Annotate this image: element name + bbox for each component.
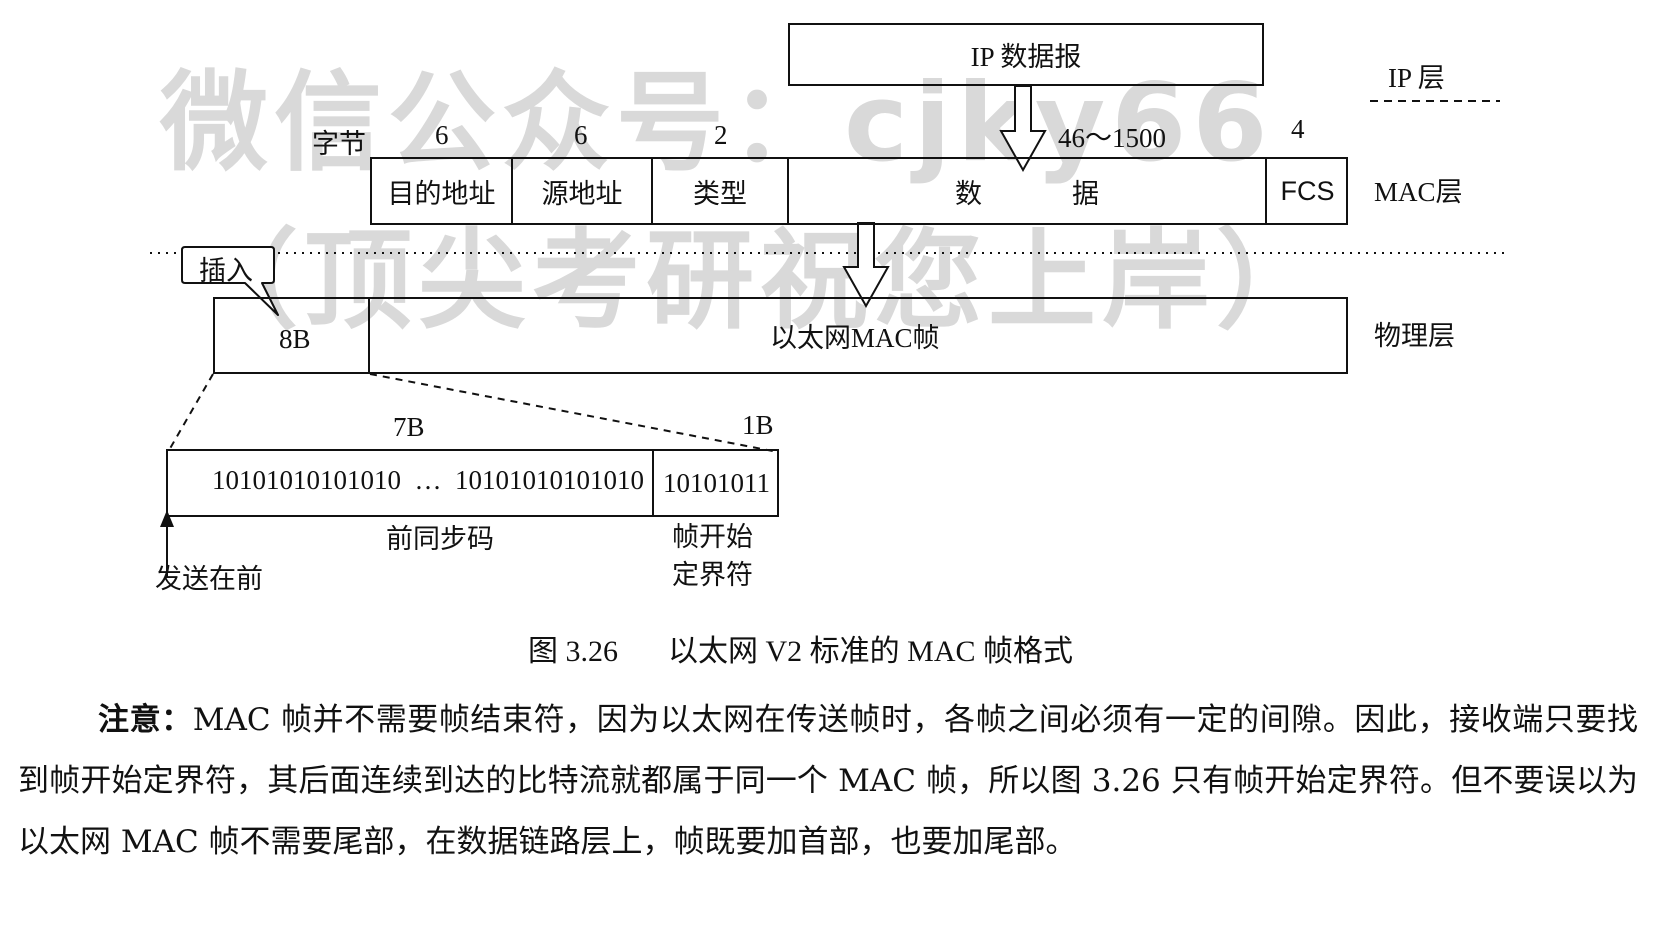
field-divider [1265, 157, 1267, 225]
preamble-divider [368, 297, 370, 374]
ethernet-frame-label: 以太网MAC帧 [770, 323, 940, 353]
sfd-label-line-1: 帧开始 [672, 522, 753, 552]
down-arrow-icon [999, 85, 1047, 173]
ip-datagram-label: IP 数据报 [970, 42, 1082, 72]
body-paragraph: 注意：MAC 帧并不需要帧结束符，因为以太网在传送帧时，各帧之间必须有一定的间隙… [18, 690, 1638, 873]
mac-layer-label: MAC层 [1374, 177, 1463, 207]
byte-count-type: 2 [714, 120, 728, 150]
arrow-head-icon [160, 510, 174, 527]
field-type: 类型 [693, 178, 747, 209]
field-dest-address: 目的地址 [387, 178, 496, 209]
note-emphasis: 注意： [98, 702, 193, 738]
field-divider [651, 157, 653, 225]
field-data-char-1: 数 [955, 179, 982, 209]
down-arrow-icon [842, 222, 890, 309]
field-divider [511, 157, 513, 225]
physical-frame-box [213, 297, 1348, 374]
sfd-divider [652, 449, 654, 517]
bytes-label: 字节 [312, 129, 366, 159]
insert-callout-bubble [181, 246, 279, 316]
field-fcs: FCS [1280, 175, 1335, 206]
sfd-1b-label: 1B [742, 410, 774, 440]
field-data-char-2: 据 [1072, 179, 1099, 209]
ip-datagram-box [788, 23, 1264, 86]
preamble-label: 前同步码 [386, 524, 494, 554]
watermark-line-1: 微信公众号：cjky66 [160, 61, 1274, 186]
mac-frame-box [370, 157, 1348, 225]
preamble-detail-box [166, 449, 779, 517]
ip-layer-label: IP 层 [1388, 63, 1445, 93]
send-first-label: 发送在前 [155, 564, 263, 594]
expansion-line-left [167, 373, 214, 453]
watermark-line-2: （顶尖考研祝您上岸） [190, 219, 1331, 344]
field-src-address: 源地址 [541, 178, 623, 209]
preamble-bits: 10101010101010 … 10101010101010 [212, 465, 644, 495]
expansion-line-right [369, 373, 779, 453]
sfd-bits: 10101011 [663, 467, 770, 498]
field-divider [787, 157, 789, 225]
byte-count-data: 46～1500 [1058, 123, 1166, 153]
byte-count-src: 6 [574, 120, 588, 150]
byte-count-fcs: 4 [1291, 114, 1305, 144]
physical-layer-label: 物理层 [1374, 321, 1455, 351]
note-text: MAC 帧并不需要帧结束符，因为以太网在传送帧时，各帧之间必须有一定的间隙。因此… [18, 702, 1638, 860]
figure-title: 以太网 V2 标准的 MAC 帧格式 [668, 635, 1074, 668]
preamble-size-label: 8B [279, 324, 311, 354]
figure-number: 图 3.26 [528, 635, 618, 668]
sfd-label-line-2: 定界符 [672, 560, 753, 590]
byte-count-dest: 6 [435, 120, 449, 150]
insert-callout-label: 插入 [199, 256, 253, 286]
preamble-7b-label: 7B [393, 412, 425, 442]
